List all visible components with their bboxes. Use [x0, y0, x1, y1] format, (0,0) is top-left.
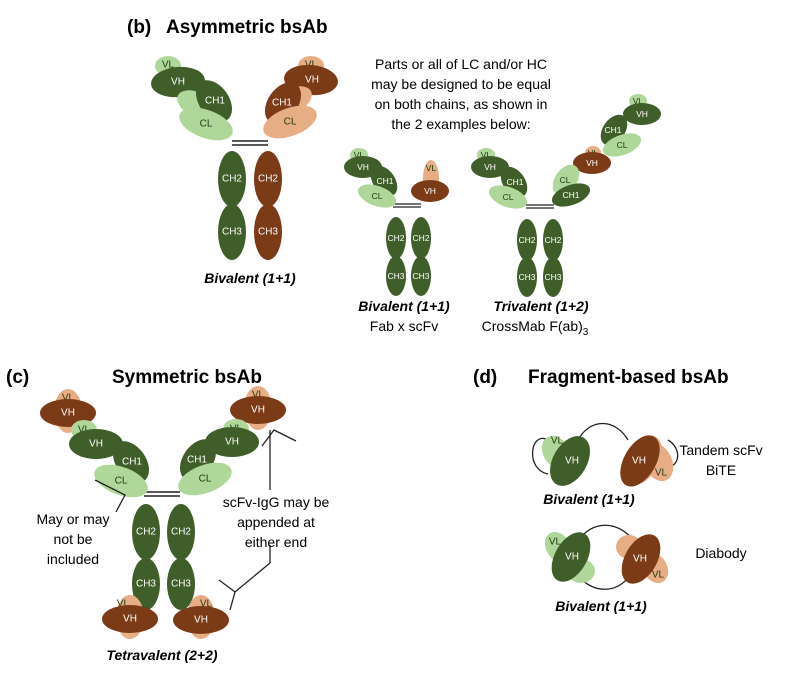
domain-label: CH2 [544, 235, 561, 245]
domain-label: CH2 [412, 233, 429, 243]
domain-label: CH1 [205, 96, 225, 107]
diabody: VL VH VL VH [540, 525, 674, 590]
caption-crossmab: CrossMab F(ab)3 [482, 318, 589, 338]
panel-b: (b) Asymmetric bsAb VL VH CH1 CL VL VH C… [127, 17, 661, 338]
domain-label: VH [633, 554, 647, 565]
domain-label: CH2 [387, 233, 404, 243]
note-line: included [47, 551, 99, 567]
panel-c-title: Symmetric bsAb [112, 367, 262, 388]
domain-label: CL [199, 474, 212, 485]
domain-label: VH [89, 439, 103, 450]
domain-label: VH [484, 162, 496, 172]
caption-tetravalent: Tetravalent (2+2) [106, 647, 217, 663]
caption-fab-x-scfv: Fab x scFv [370, 318, 438, 334]
domain-label: CH3 [171, 579, 191, 590]
domain-label: VH [225, 437, 239, 448]
domain-label: CH3 [518, 272, 535, 282]
domain-label: CH3 [136, 579, 156, 590]
domain-label: VH [251, 405, 265, 416]
domain-label: CH3 [412, 271, 429, 281]
domain-label: VL [652, 570, 665, 581]
caption-bivalent: Bivalent (1+1) [204, 270, 296, 286]
domain-label: CL [617, 140, 628, 150]
note-line: on both chains, as shown in [375, 96, 548, 112]
note-line: appended at [237, 514, 315, 530]
linker [578, 424, 628, 441]
domain-label: VH [565, 552, 579, 563]
domain-label: CH2 [171, 527, 191, 538]
domain-label: VH [357, 162, 369, 172]
domain-label: CH1 [122, 457, 142, 468]
domain-label: VH [123, 614, 137, 625]
domain-label: VH [305, 75, 319, 86]
caption-trivalent: Trivalent (1+2) [493, 298, 588, 314]
domain-label: CH2 [518, 235, 535, 245]
domain-label: VH [636, 109, 648, 119]
domain-label: VL [655, 468, 668, 479]
antibody-asymmetric-bivalent: VL VH CH1 CL VL VH CH1 CL CH2 CH2 CH3 [150, 56, 339, 260]
domain-label: VH [565, 456, 579, 467]
domain-label: VH [632, 456, 646, 467]
domain-label: CH2 [258, 174, 278, 185]
domain-label: VH [61, 408, 75, 419]
caption-diabody-bivalent: Bivalent (1+1) [555, 598, 647, 614]
caption-crossmab-base: CrossMab F(ab) [482, 318, 583, 334]
note-line: Parts or all of LC and/or HC [375, 56, 547, 72]
panel-c: (c) Symmetric bsAb VL VH VL VH VL VH CH1… [6, 367, 329, 663]
caption-tandem-bivalent: Bivalent (1+1) [543, 491, 635, 507]
label-diabody: Diabody [695, 545, 746, 561]
domain-label: CL [284, 117, 297, 128]
domain-label: VH [194, 615, 208, 626]
antibody-fab-x-scfv: VL VH CH1 CL VL VH CH2 CH2 CH3 CH3 [344, 148, 449, 296]
domain-label: CL [560, 175, 571, 185]
note-scfv-igg: scFv-IgG may be appended at either end [223, 494, 330, 550]
note-line: may be designed to be equal [371, 76, 551, 92]
domain-label: CH1 [604, 125, 621, 135]
bracket-right-lower [219, 580, 235, 610]
domain-label: CH1 [562, 190, 579, 200]
caption-crossmab-subscript: 3 [583, 327, 589, 338]
domain-label: VH [171, 77, 185, 88]
panel-d: (d) Fragment-based bsAb VL VH VL VH Tand… [473, 367, 763, 614]
domain-label: VL [426, 163, 437, 173]
note-line: May or may [36, 511, 109, 527]
note-equal-chains: Parts or all of LC and/or HC may be desi… [371, 56, 551, 132]
domain-label: VH [424, 186, 436, 196]
connector-diagonal [235, 563, 270, 592]
domain-label: CH1 [376, 176, 393, 186]
panel-b-title: Asymmetric bsAb [166, 17, 328, 38]
domain-label: CH2 [222, 174, 242, 185]
domain-label: CH3 [387, 271, 404, 281]
panel-d-letter: (d) [473, 367, 497, 388]
domain-label: CH1 [506, 177, 523, 187]
note-line: scFv-IgG may be [223, 494, 330, 510]
domain-label: CL [115, 476, 128, 487]
tandem-scfv: VL VH VL VH [533, 424, 680, 494]
note-line: not be [54, 531, 93, 547]
domain-label: CH3 [222, 227, 242, 238]
domain-label: CL [200, 119, 213, 130]
panel-b-letter: (b) [127, 17, 151, 38]
label-bite: BiTE [706, 462, 736, 478]
domain-label: CL [372, 191, 383, 201]
domain-label: CL [503, 192, 514, 202]
note-may-not-included: May or may not be included [36, 511, 109, 567]
panel-d-title: Fragment-based bsAb [528, 367, 729, 388]
domain-label: VH [586, 158, 598, 168]
label-tandem-scfv: Tandem scFv [679, 442, 762, 458]
domain-label: CH3 [258, 227, 278, 238]
caption-fab-bivalent: Bivalent (1+1) [358, 298, 450, 314]
note-line: either end [245, 534, 307, 550]
bracket-right-upper [262, 430, 296, 446]
domain-label: CH1 [272, 98, 292, 109]
domain-label: CH1 [187, 455, 207, 466]
panel-c-letter: (c) [6, 367, 29, 388]
note-line: the 2 examples below: [391, 116, 530, 132]
domain-label: CH3 [544, 272, 561, 282]
domain-label: CH2 [136, 527, 156, 538]
